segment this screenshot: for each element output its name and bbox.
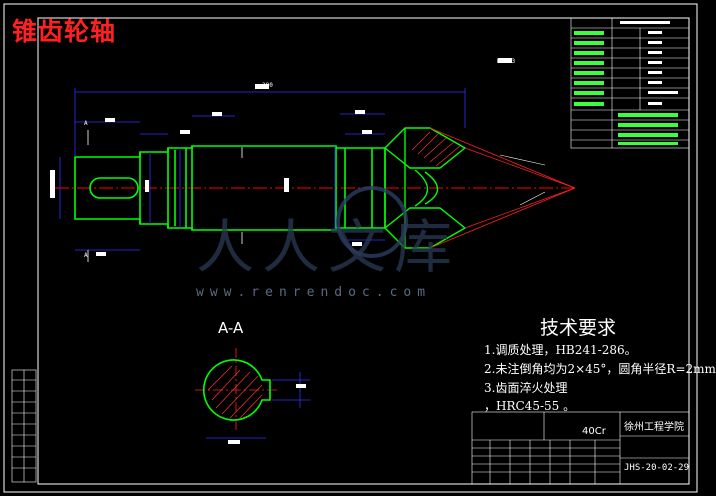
cone-white-lines <box>499 154 546 206</box>
parameter-table-marks <box>574 31 678 145</box>
drawing-title: 锥齿轮轴 <box>12 17 117 46</box>
parameter-table-values <box>620 21 678 105</box>
section-markers <box>87 130 243 262</box>
tech-requirement-1: 1.调质处理，HB241-286。 <box>484 343 637 357</box>
section-label: A-A <box>218 319 244 337</box>
cone-construction-lines <box>429 127 576 249</box>
roughness-note: Ra6.3 <box>497 58 516 65</box>
school-name: 徐州工程学院 <box>624 422 684 433</box>
tech-requirement-2: 2.未注倒角均为2×45°，圆角半径R=2mm <box>484 362 716 376</box>
material-label: 40Cr <box>582 426 606 437</box>
watermark-logo <box>336 186 408 258</box>
section-aa <box>195 348 310 444</box>
dimension-lines <box>59 88 466 251</box>
tech-requirement-4: ，HRC45-55 。 <box>484 399 576 413</box>
watermark-chinese: 人人文库 <box>196 213 461 281</box>
title-block <box>471 411 690 485</box>
section-marker-a-top: A <box>84 120 88 127</box>
left-margin-table <box>11 369 37 483</box>
outer-frame <box>3 3 698 493</box>
tech-requirement-3: 3.齿面淬火处理 <box>484 381 568 395</box>
overall-length-dimension: 280 <box>262 82 273 89</box>
inner-frame <box>37 17 690 485</box>
tech-requirements-title: 技术要求 <box>540 317 617 339</box>
drawing-code: JHS-20-02-29 <box>624 463 690 473</box>
section-marker-a-bottom: A <box>84 252 88 259</box>
dimension-ticks <box>50 58 512 256</box>
gear-hatch <box>411 131 461 167</box>
drawing-canvas <box>3 3 698 493</box>
watermark-url: www.renrendoc.com <box>196 285 432 300</box>
gear-parameter-table <box>570 17 690 149</box>
